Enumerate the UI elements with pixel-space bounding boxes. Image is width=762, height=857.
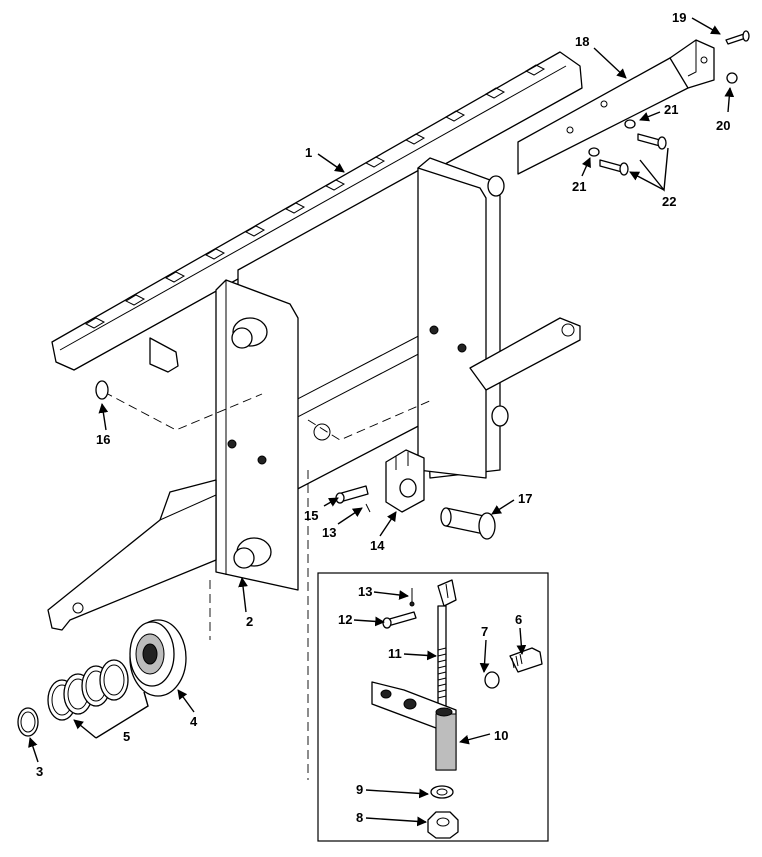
detail-inset [317,572,549,842]
callout-18: 18 [575,34,589,49]
snap-ring [17,707,39,737]
callout-16: 16 [96,432,110,447]
callout-13-detail: 13 [358,584,372,599]
retaining-ring-16 [95,380,109,400]
shim-rings [47,659,129,721]
callout-8: 8 [356,810,363,825]
callout-19: 19 [672,10,686,25]
top-bracket [517,39,715,175]
right-arm [469,317,581,391]
left-fork-arm [47,479,217,631]
callout-20: 20 [716,118,730,133]
callout-13: 13 [322,525,336,540]
assembly-lines [103,391,433,780]
leader-lines [28,17,735,827]
callout-15: 15 [304,508,318,523]
callout-numbers: 1 2 3 4 5 6 7 8 9 10 11 12 13 13 14 15 1… [36,10,730,825]
callout-12: 12 [338,612,352,627]
right-upright [417,157,509,479]
callout-9: 9 [356,782,363,797]
callout-6: 6 [515,612,522,627]
callout-14: 14 [370,538,385,553]
callout-3: 3 [36,764,43,779]
callout-21-upper: 21 [664,102,678,117]
callout-7: 7 [481,624,488,639]
fork-rail [51,51,583,373]
roller-bearing [129,619,187,697]
callout-2: 2 [246,614,253,629]
callout-11: 11 [388,646,402,661]
callout-10: 10 [494,728,508,743]
left-upright [215,279,299,591]
callout-17: 17 [518,491,532,506]
callout-4: 4 [190,714,198,729]
callout-22: 22 [662,194,676,209]
pin-and-cotter [335,485,371,513]
callout-5: 5 [123,729,130,744]
callout-1: 1 [305,145,312,160]
callout-21-lower: 21 [572,179,586,194]
clevis-block [385,449,425,513]
fasteners-top [588,30,750,176]
pivot-pin [440,507,496,540]
